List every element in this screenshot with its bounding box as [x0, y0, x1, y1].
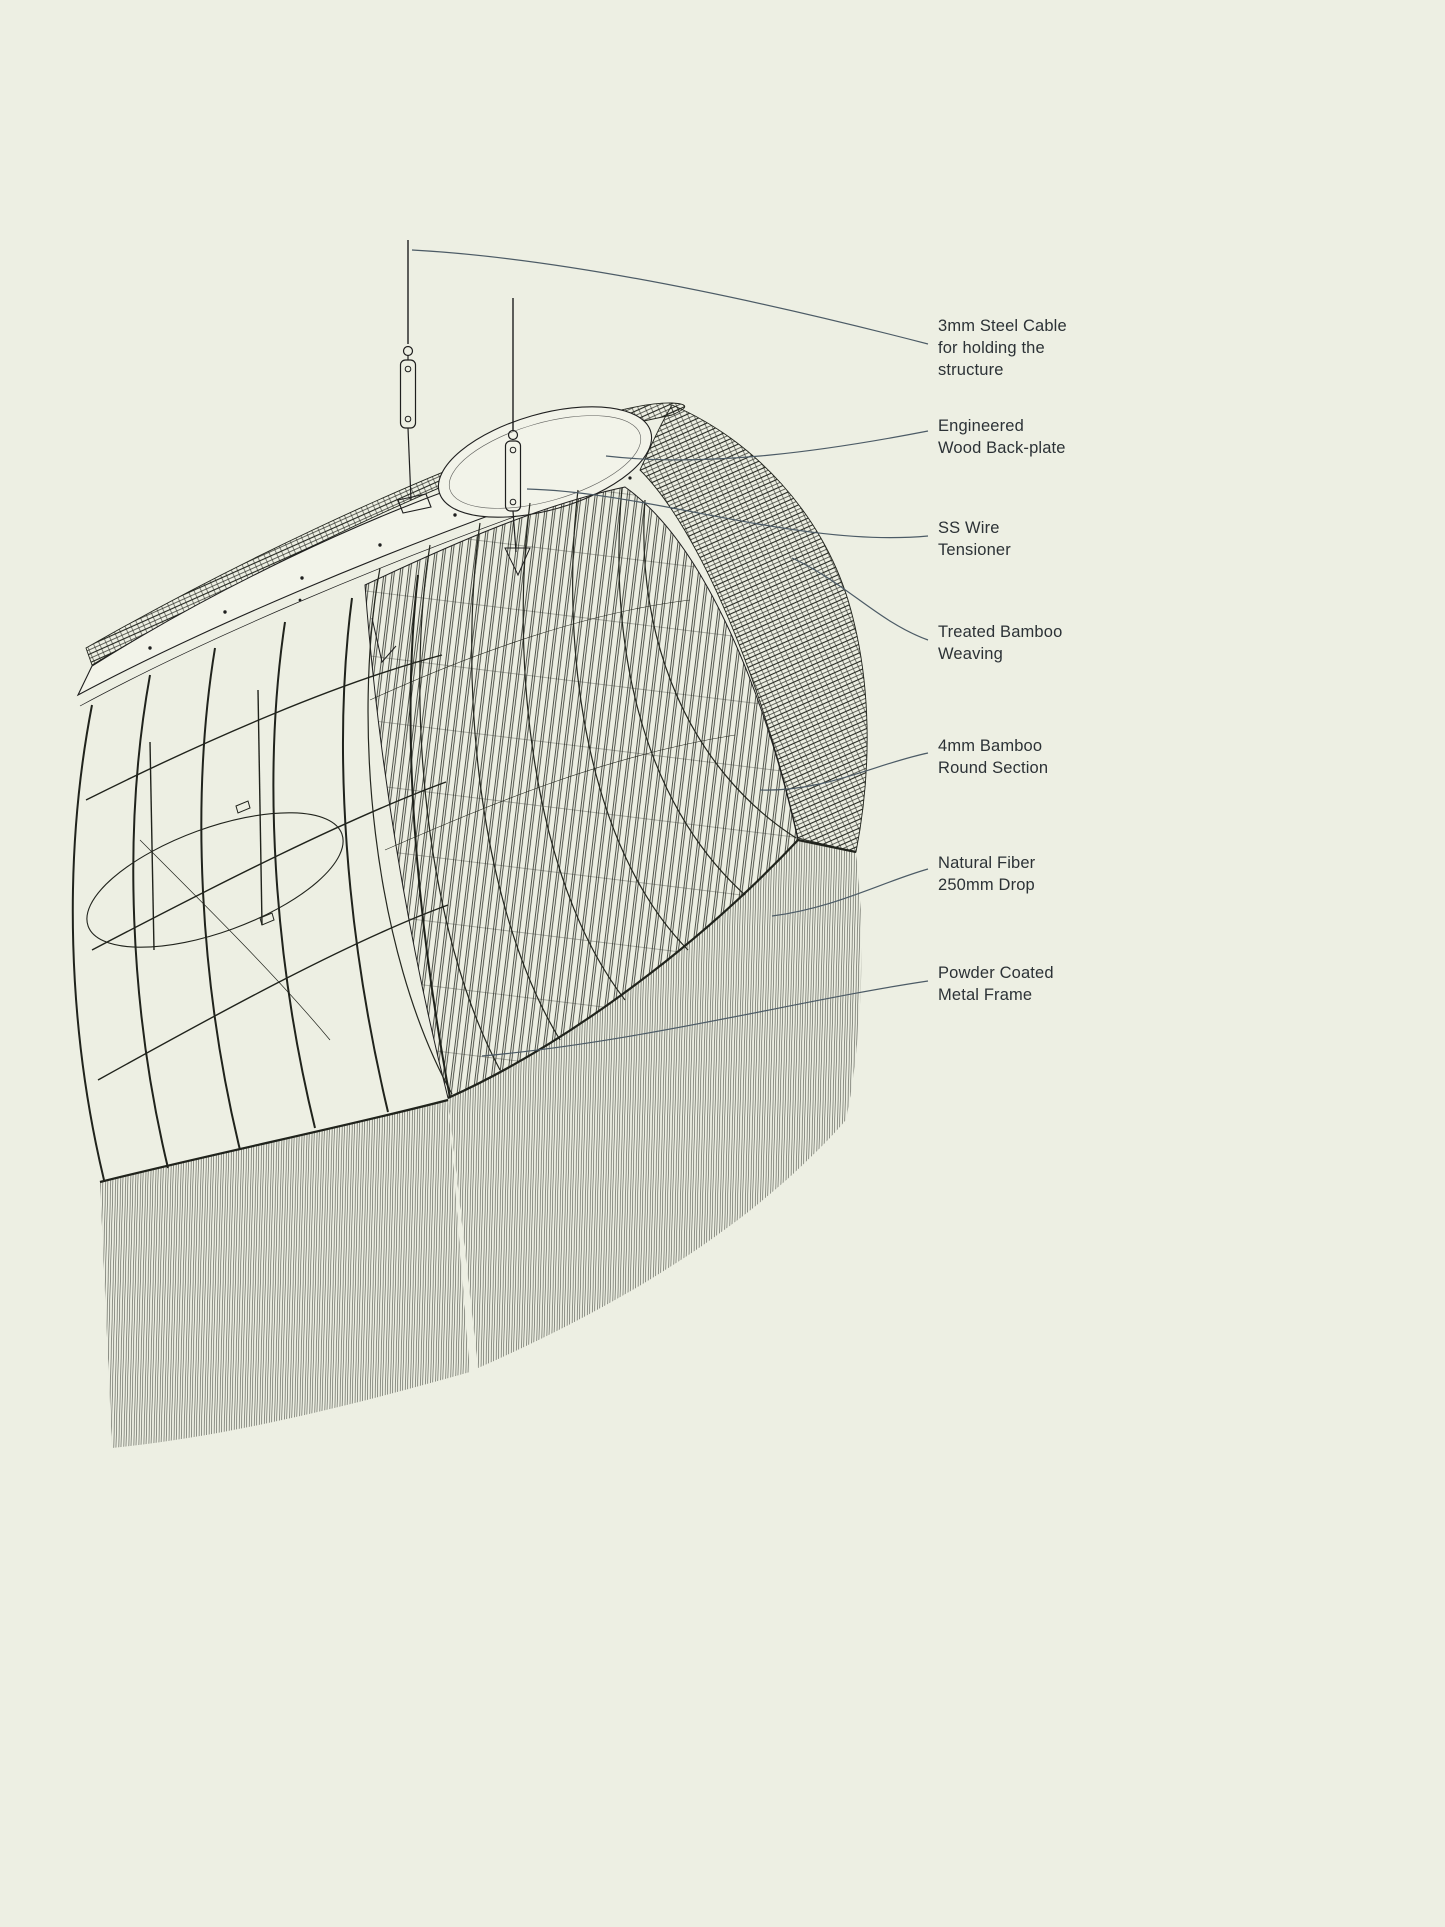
- frame-ribs: [71, 574, 451, 1181]
- label-backplate: Engineered Wood Back-plate: [938, 417, 1066, 458]
- fiber-fringe: [99, 838, 862, 1448]
- leader-round-section: [759, 752, 929, 791]
- frame-base-plate: [86, 812, 344, 948]
- cable-1-anchor-plate: [397, 493, 432, 514]
- opening-screw-hole: [628, 476, 632, 480]
- label-weaving: Treated Bamboo Weaving: [938, 623, 1063, 664]
- backplate-opening: [437, 406, 653, 518]
- slat-curvature-lines: [367, 487, 797, 1095]
- leader-fiber-drop: [771, 868, 929, 917]
- leader-tensioner: [526, 488, 929, 539]
- label-steel-cable: 3mm Steel Cable for holding the structur…: [938, 317, 1067, 380]
- label-metal-frame: Powder Coated Metal Frame: [938, 964, 1054, 1005]
- slat-hanger-brackets: [371, 547, 531, 664]
- metal-frame: [71, 574, 451, 1183]
- bamboo-weaving: [85, 402, 868, 853]
- label-fiber-drop: Natural Fiber 250mm Drop: [938, 854, 1036, 895]
- bamboo-round-section: [364, 486, 799, 1099]
- turnbuckle-1: [399, 359, 417, 429]
- fringe-top-rolled-edge: [99, 838, 857, 1184]
- leader-lines: [411, 249, 929, 1057]
- leader-backplate: [605, 430, 929, 461]
- slat-tie-wires: [369, 599, 736, 851]
- weaving-top-ridge: [85, 402, 686, 666]
- fringe-left: [100, 1100, 470, 1448]
- cable-2: [504, 298, 522, 553]
- frame-brackets: [235, 800, 275, 926]
- label-tensioner: SS Wire Tensioner: [938, 519, 1011, 560]
- fringe-right: [448, 840, 862, 1368]
- frame-interior-posts: [149, 689, 263, 951]
- frame-diagonal-brace: [139, 839, 331, 1041]
- backplate-edge-thickness: [79, 501, 557, 707]
- weaving-right-body: [639, 404, 868, 853]
- label-round-section: 4mm Bamboo Round Section: [938, 737, 1049, 778]
- leader-steel-cable: [411, 249, 929, 345]
- leader-metal-frame: [481, 980, 929, 1057]
- steel-cables: [397, 240, 522, 553]
- cable-1: [397, 240, 432, 514]
- leader-weaving: [791, 557, 929, 641]
